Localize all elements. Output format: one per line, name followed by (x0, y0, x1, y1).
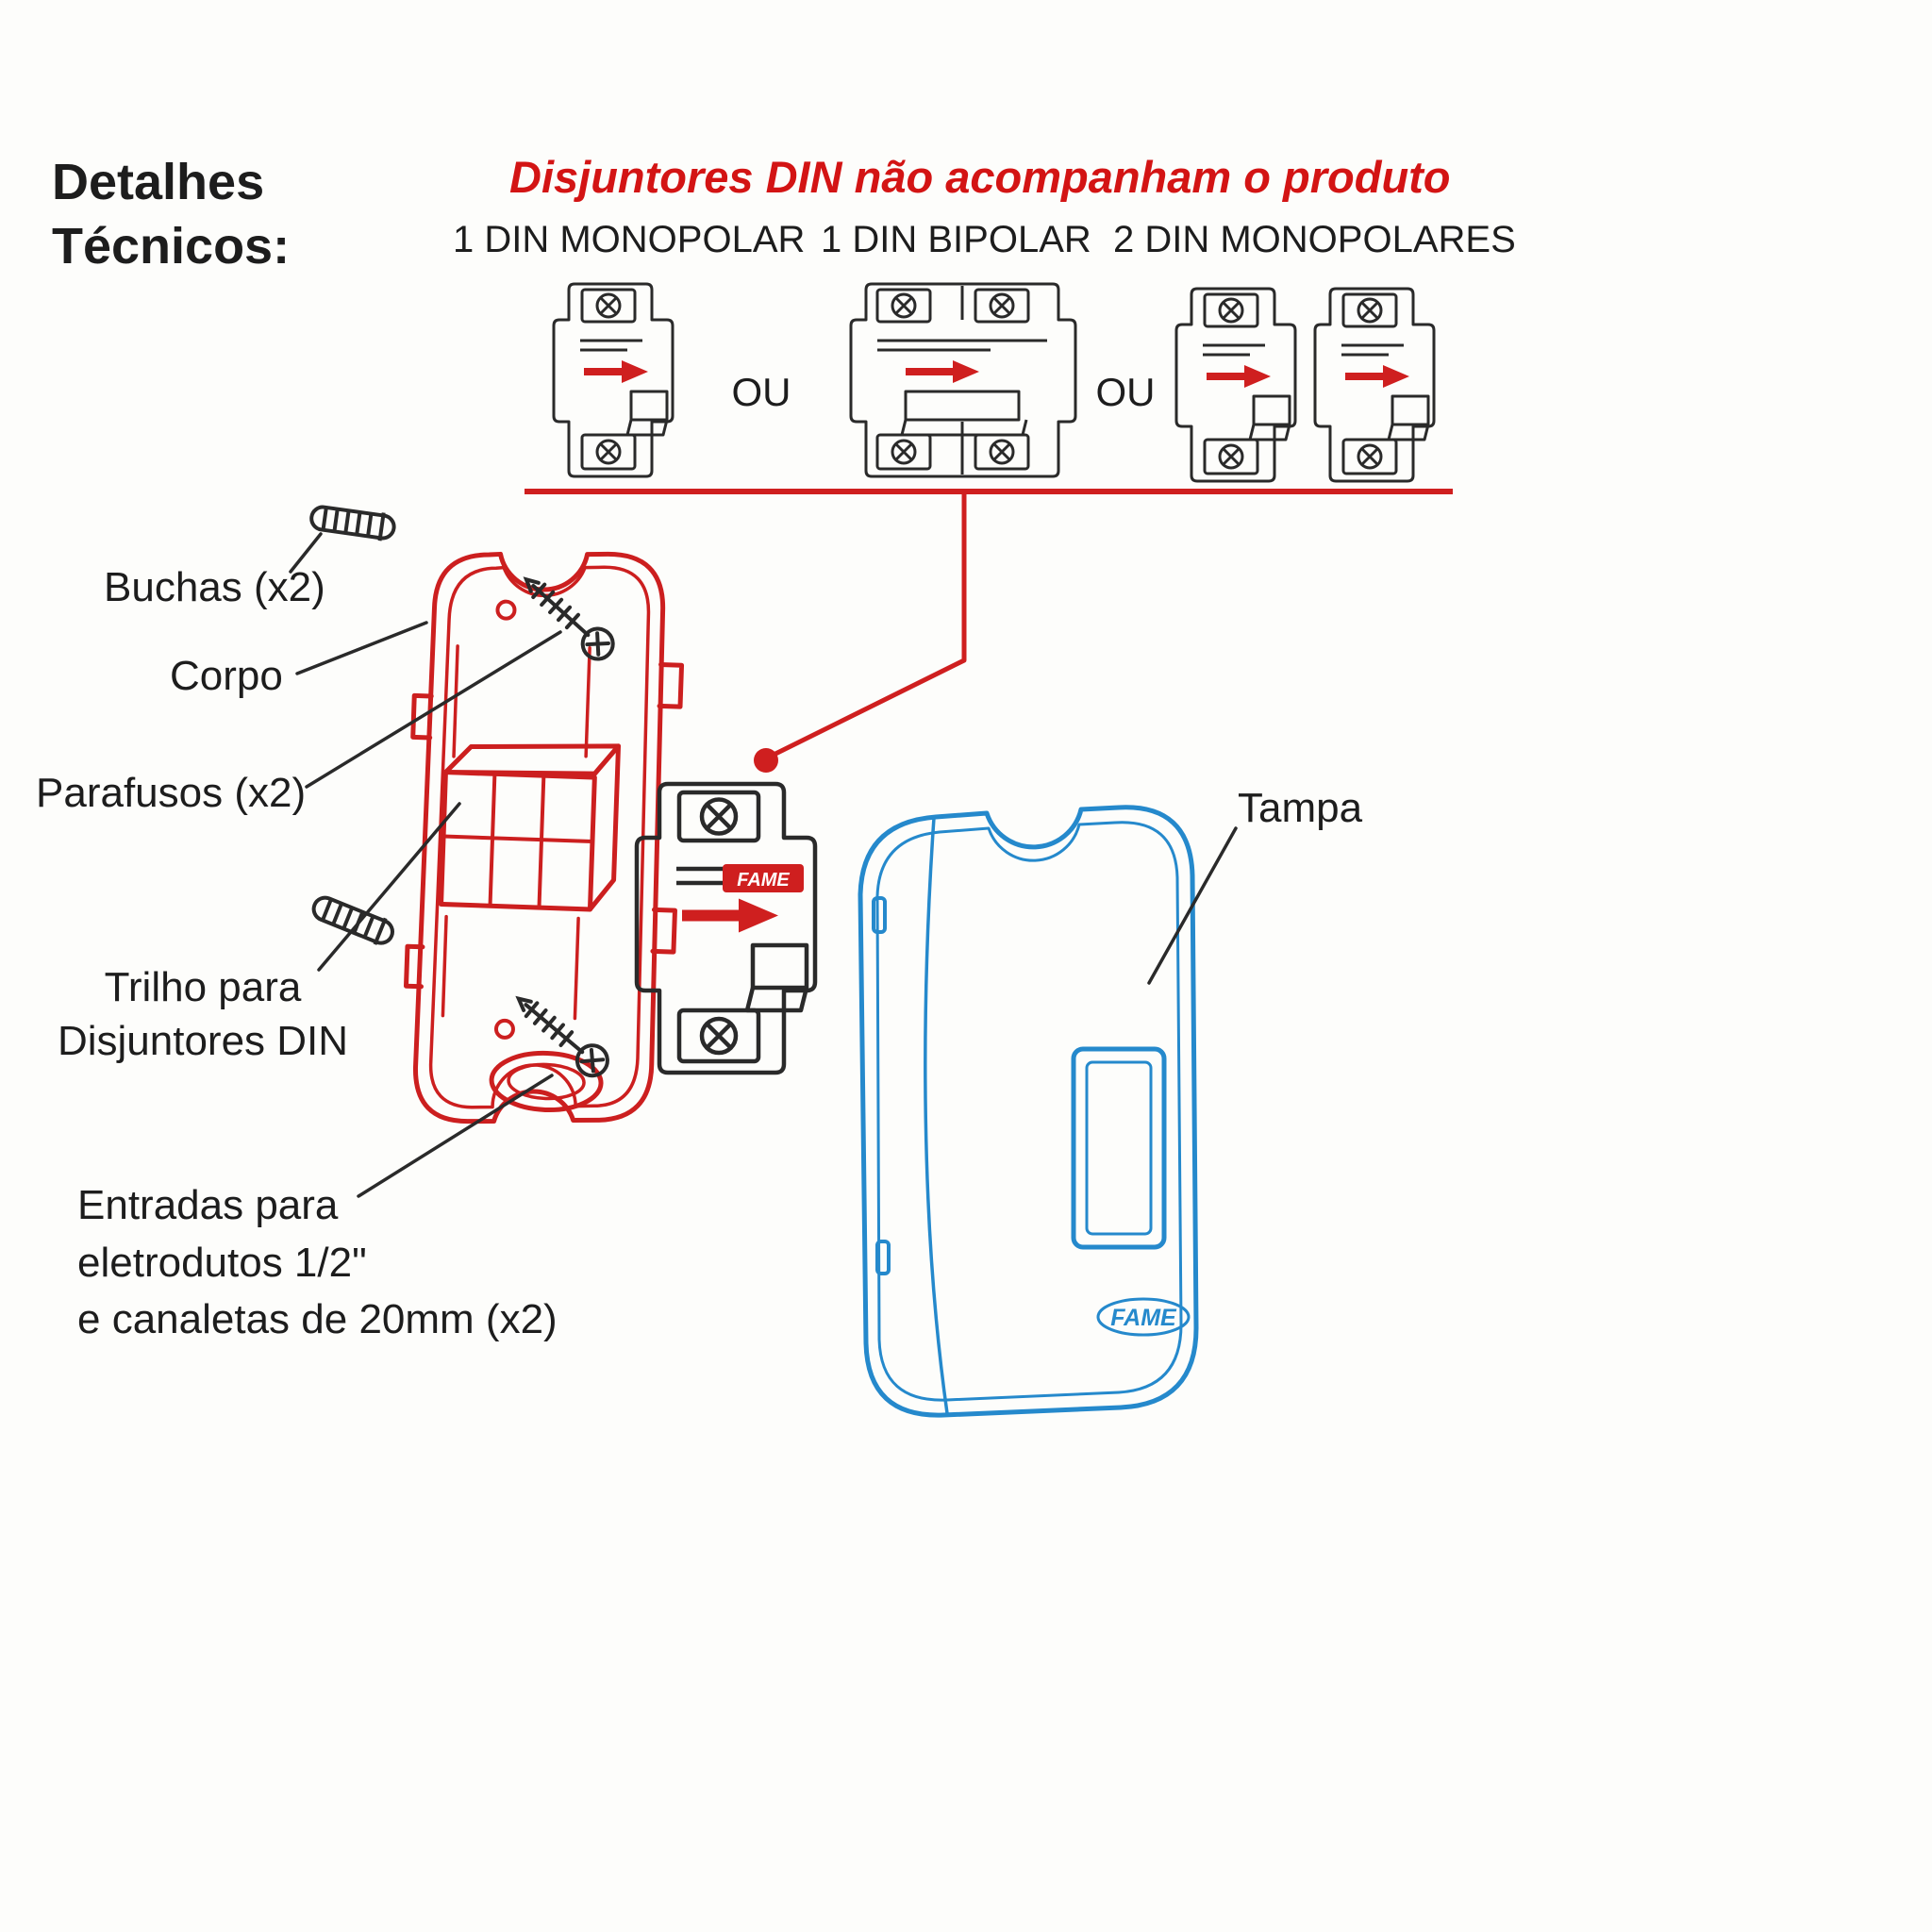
section-title-line2: Técnicos: (52, 217, 291, 275)
warning-title: Disjuntores DIN não acompanham o produto (509, 152, 1451, 202)
label-buchas: Buchas (x2) (104, 564, 325, 610)
label-entradas-line2: eletrodutos 1/2" (77, 1239, 367, 1286)
label-parafusos: Parafusos (x2) (36, 770, 307, 816)
label-entradas: Entradas para eletrodutos 1/2" e canalet… (77, 1177, 558, 1349)
pointer-line (764, 491, 967, 761)
leader-lines (289, 532, 1238, 1198)
label-trilho: Trilho para Disjuntores DIN (38, 960, 368, 1068)
din-breaker-bipolar-drawing (849, 282, 1077, 478)
product-breaker-drawing (637, 784, 815, 1073)
label-trilho-line1: Trilho para (104, 964, 302, 1010)
option-label-bipolar: 1 DIN BIPOLAR (821, 219, 1091, 260)
pointer-dot (754, 748, 778, 773)
label-entradas-line1: Entradas para (77, 1182, 339, 1228)
label-tampa: Tampa (1238, 785, 1363, 831)
or-label-2: OU (1095, 370, 1156, 414)
label-trilho-line2: Disjuntores DIN (57, 1018, 349, 1065)
option-label-monopolar-pair: 2 DIN MONOPOLARES (1113, 219, 1516, 260)
leader-trilho (317, 802, 461, 972)
leader-parafusos (305, 630, 562, 789)
label-entradas-line3: e canaletas de 20mm (x2) (77, 1296, 558, 1343)
breaker-brand-text: FAME (737, 870, 790, 891)
label-corpo: Corpo (170, 653, 283, 699)
corpo-drawing (403, 551, 685, 1124)
leader-entradas (357, 1074, 554, 1198)
breaker-brand-label: FAME (723, 864, 804, 892)
section-title-line1: Detalhes (52, 154, 265, 210)
or-label-1: OU (731, 370, 791, 414)
cover-logo: FAME (1096, 1297, 1191, 1337)
tampa-drawing (858, 805, 1199, 1418)
anchor-mid-drawing (307, 890, 399, 951)
section-title: Detalhes Técnicos: (52, 151, 290, 278)
cover-logo-text: FAME (1110, 1305, 1177, 1331)
anchor-top-drawing (308, 501, 398, 544)
din-breaker-monopolar-drawing (552, 282, 675, 478)
din-breaker-monopolar-pair-drawing (1174, 287, 1436, 483)
leader-buchas (289, 532, 323, 574)
leader-corpo (295, 621, 428, 675)
leader-tampa (1147, 826, 1238, 985)
option-label-monopolar: 1 DIN MONOPOLAR (453, 219, 806, 260)
